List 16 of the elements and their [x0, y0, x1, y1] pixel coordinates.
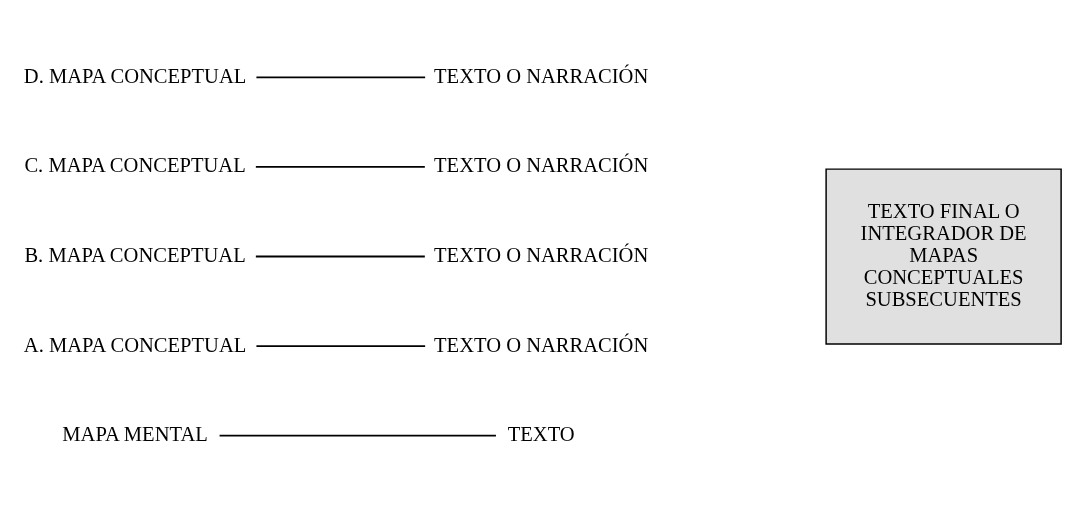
node-text: D. MAPA CONCEPTUAL [23, 64, 247, 87]
node-text: TEXTO O NARRACIÓN [434, 243, 649, 266]
node-text: C. MAPA CONCEPTUAL [24, 154, 246, 177]
node-text: MAPA MENTAL [62, 423, 208, 446]
node-text: TEXTO O NARRACIÓN [434, 64, 649, 87]
node-text: TEXTO O NARRACIÓN [434, 333, 649, 356]
connector [254, 255, 426, 258]
connector [254, 166, 426, 168]
node-text: B. MAPA CONCEPTUAL [24, 243, 246, 266]
connector [255, 76, 426, 79]
node-text: TEXTO [507, 423, 575, 446]
connector [255, 345, 426, 347]
node-box: TEXTO FINAL O INTEGRADOR DE MAPAS CONCEPTUALES SUBSECUENTES [825, 168, 1062, 345]
node-text: TEXTO O NARRACIÓN [434, 154, 649, 177]
node-text: A. MAPA CONCEPTUAL [23, 333, 247, 356]
connector [218, 434, 497, 437]
